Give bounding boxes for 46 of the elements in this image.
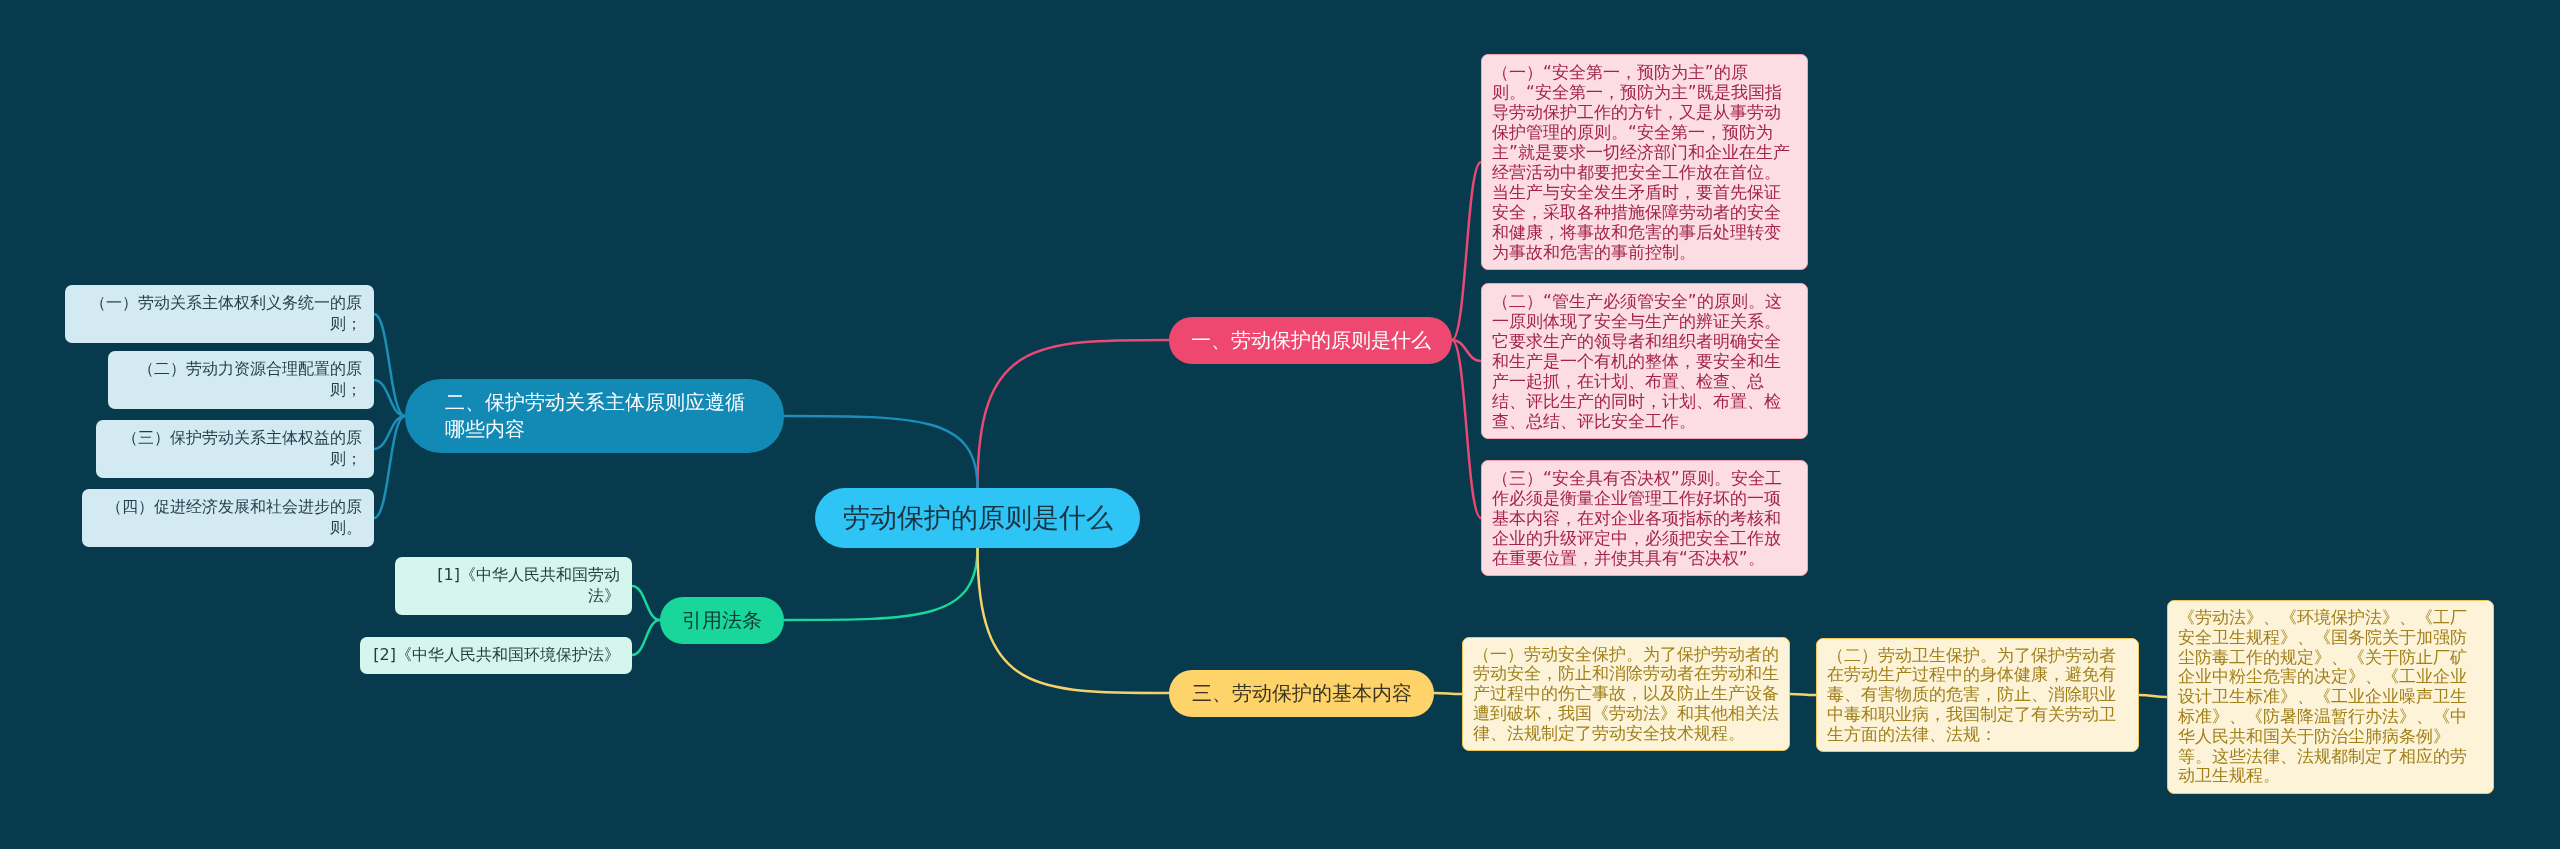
note-card <box>1816 637 2139 753</box>
note-card <box>2167 600 2494 795</box>
node-text: [2]《中华人民共和国环境保护法》 <box>372 644 620 666</box>
node-text: （二）劳动力资源合理配置的原则； <box>137 359 362 401</box>
connector-line <box>373 414 406 520</box>
node-text: （四）促进经济发展和社会进步的原则。 <box>105 497 362 539</box>
connector-line <box>631 584 661 622</box>
subtopic-card <box>65 285 374 343</box>
node-text: [1]《中华人民共和国劳动法》 <box>436 565 620 607</box>
connector-line <box>784 414 979 489</box>
subtopic-card <box>360 636 632 674</box>
node-text: 引用法条 <box>681 606 763 634</box>
node-text: 二、保护劳动关系主体原则应遵循哪些内容 <box>445 389 746 443</box>
note-card <box>1481 283 1808 440</box>
node-text: （三）“安全具有否决权”原则。安全工作必须是衡量企业管理工作好坏的一项基本内容，在对企业各项指标的考核和企业的升级评定中，必须把安全工作放在重要位置，并使其具有“否决权”。 <box>1492 468 1783 569</box>
node-text: （一）劳动安全保护。为了保护劳动者的劳动安全，防止和消除劳动者在劳动和生产过程中的伤亡事故，以及防止生产设备遭到破坏，我国《劳动法》和其他相关法律、法规制定了劳动安全技术规程。 <box>1473 644 1779 744</box>
subtopic-card <box>395 557 632 615</box>
node-text: 《劳动法》、《环境保护法》、《工厂安全卫生规程》、《国务院关于加强防尘防毒工作的规定》、《关于防止厂矿企业中粉尘危害的决定》、《工业企业设计卫生标准》、《工业企业噪声卫生标准》、《防暑降温暂行办法》、《中华人民共和国关于防治尘肺病条例》等。这些法律、法规都制定了相应的劳动卫生规程。 <box>2178 608 2468 787</box>
branch-topic-pill <box>660 596 784 644</box>
connector-line <box>373 312 406 418</box>
node-text: （三）保护劳动关系主体权益的原则； <box>121 428 362 470</box>
subtopic-card <box>96 420 374 478</box>
node-text: 劳动保护的原则是什么 <box>841 501 1114 535</box>
connector-line <box>1434 691 1462 696</box>
connector-line <box>976 547 1169 695</box>
node-text: 三、劳动保护的基本内容 <box>1190 679 1413 707</box>
node-text: 一、劳动保护的原则是什么 <box>1189 326 1432 354</box>
connector-line <box>631 618 661 657</box>
note-card <box>1481 460 1808 577</box>
connector-line <box>373 378 406 418</box>
connector-line <box>1790 692 1816 697</box>
connector-line <box>1451 339 1482 519</box>
connector-line <box>1451 338 1482 363</box>
node-text: （二）劳动卫生保护。为了保护劳动者在劳动生产过程中的身体健康，避免有毒、有害物质的危害，防止、消除职业中毒和职业病，我国制定了有关劳动卫生方面的法律、法规： <box>1827 645 2117 745</box>
node-text: （一）劳动关系主体权利义务统一的原则； <box>89 293 362 335</box>
subtopic-card <box>82 489 374 547</box>
note-card <box>1481 54 1808 271</box>
central-topic-pill <box>815 488 1140 548</box>
branch-topic-pill <box>1169 669 1434 717</box>
connector-line <box>1451 161 1482 341</box>
branch-topic-pill <box>1169 316 1452 364</box>
node-text: （一）“安全第一，预防为主”的原则。“安全第一，预防为主”既是我国指导劳动保护工作的方针，又是从事劳动保护管理的原则。“安全第一，预防为主”就是要求一切经济部门和企业在生产经营活动中都要把安全工作放在首位。当生产与安全发生矛盾时，要首先保证安全，采取各种措施保障劳动者的安全和健康，将事故和危害的事后处理转变为事故和危害的事前控制。 <box>1492 62 1791 263</box>
connector-line <box>2139 693 2167 699</box>
node-text: （二）“管生产必须管安全”的原则。这一原则体现了安全与生产的辨证关系。它要求生产的领导者和组织者明确安全和生产是一个有机的整体，要安全和生产一起抓，在计划、布置、检查、总结、评比生产的同时，计划、布置、检查、总结、评比安全工作。 <box>1492 291 1783 432</box>
subtopic-card <box>108 351 374 409</box>
note-card <box>1462 636 1790 752</box>
